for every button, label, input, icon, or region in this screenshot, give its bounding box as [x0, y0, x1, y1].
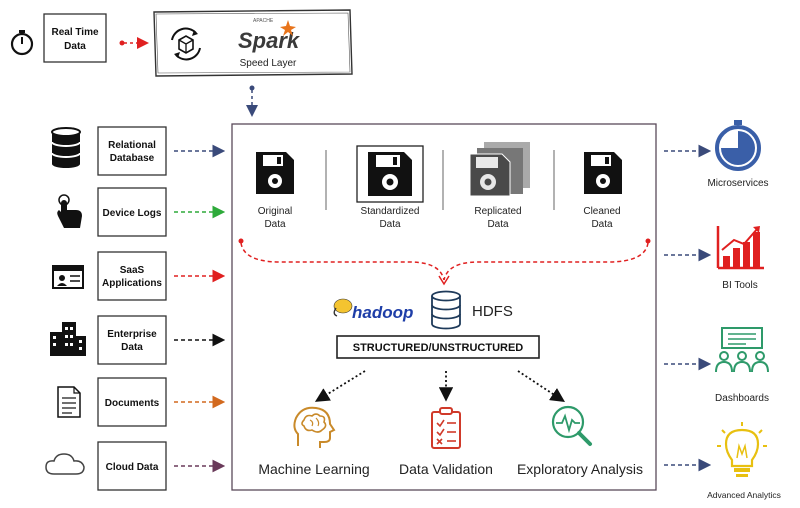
floppy-disk-icon: [368, 152, 412, 196]
database-icon: [51, 127, 81, 168]
floppy-disk-icon: [584, 152, 622, 194]
source-documents-line1: Documents: [105, 398, 160, 409]
hadoop-logo: hadoop: [333, 298, 413, 322]
output-dashboards: Dashboards: [664, 327, 769, 404]
stage-cleaned-line2: Data: [591, 219, 613, 230]
spark-apache-text: APACHE: [253, 18, 274, 24]
stage-original-line1: Original: [258, 206, 292, 217]
stage-cleaned: Cleaned Data: [583, 152, 622, 230]
stage-replicated: Replicated Data: [469, 142, 530, 230]
source-relational: Relational Database: [51, 126, 226, 176]
output-microservices-label: Microservices: [707, 178, 768, 189]
elephant-icon: [333, 298, 353, 317]
stage-standardized-line1: Standardized: [361, 206, 420, 217]
touch-hand-icon: [57, 194, 82, 228]
hdfs-label: HDFS: [472, 303, 513, 320]
stopwatch-small-icon: [10, 30, 34, 56]
analytics-exploratory-label: Exploratory Analysis: [517, 461, 643, 477]
realtime-line2: Data: [64, 41, 86, 52]
speed-layer-label: Speed Layer: [240, 58, 297, 69]
stage-replicated-line1: Replicated: [474, 206, 521, 217]
hadoop-wordmark: hadoop: [352, 303, 413, 322]
source-cloud-line1: Cloud Data: [106, 462, 159, 473]
realtime-to-spark-arrow: [119, 37, 149, 49]
source-saas-line1: SaaS: [120, 265, 145, 276]
brain-head-icon: [293, 406, 336, 448]
output-bi-tools: BI Tools: [664, 226, 764, 291]
realtime-data-box: Real Time Data: [43, 13, 107, 63]
browser-window-icon: [52, 265, 84, 289]
source-cloud: Cloud Data: [45, 441, 226, 491]
bar-chart-icon: [716, 226, 764, 270]
stage-cleaned-line1: Cleaned: [583, 206, 620, 217]
source-device-logs-line1: Device Logs: [103, 208, 162, 219]
stage-replicated-line2: Data: [487, 219, 509, 230]
stopwatch-icon: [715, 120, 761, 171]
output-dashboards-label: Dashboards: [715, 393, 769, 404]
speed-layer-box: APACHE Spark Speed Layer: [153, 9, 353, 77]
source-enterprise: Enterprise Data: [50, 315, 226, 365]
source-device-logs: Device Logs: [57, 187, 226, 237]
source-saas: SaaS Applications: [52, 251, 226, 301]
document-icon: [57, 386, 81, 418]
stage-standardized: Standardized Data: [356, 145, 424, 230]
realtime-line1: Real Time: [51, 27, 98, 38]
output-advanced-analytics: Advanced Analytics: [664, 422, 781, 500]
spark-star-icon: [280, 20, 296, 36]
structured-unstructured-box: STRUCTURED/UNSTRUCTURED: [336, 335, 540, 359]
checklist-clipboard-icon: [431, 407, 461, 449]
buildings-icon: [50, 322, 86, 356]
magnifier-chart-icon: [551, 405, 592, 446]
output-advanced-analytics-label: Advanced Analytics: [707, 490, 781, 500]
stage-original: Original Data: [256, 152, 294, 230]
source-documents: Documents: [57, 377, 226, 427]
stages-merge-brace: [238, 238, 651, 286]
to-ml-arrow: [314, 370, 366, 402]
source-relational-line2: Database: [110, 153, 155, 164]
people-dashboard-icon: [715, 327, 769, 373]
lightbulb-icon: [717, 422, 767, 477]
speed-to-main-arrow: [246, 85, 258, 117]
floppy-disk-icon: [256, 152, 294, 194]
structured-label: STRUCTURED/UNSTRUCTURED: [353, 342, 524, 354]
stage-original-line2: Data: [264, 219, 286, 230]
source-enterprise-line2: Data: [121, 342, 143, 353]
output-bi-tools-label: BI Tools: [722, 280, 757, 291]
analytics-validation-label: Data Validation: [399, 461, 493, 477]
database-stack-icon: [431, 290, 461, 330]
source-saas-line2: Applications: [102, 278, 162, 289]
output-microservices: Microservices: [664, 120, 769, 189]
stage-standardized-line2: Data: [379, 219, 401, 230]
source-enterprise-line1: Enterprise: [107, 329, 157, 340]
source-relational-line1: Relational: [108, 140, 156, 151]
cloud-icon: [45, 453, 85, 475]
stacked-floppy-icon: [469, 142, 530, 197]
analytics-ml-label: Machine Learning: [258, 461, 369, 477]
cycle-box-icon: [171, 27, 201, 61]
